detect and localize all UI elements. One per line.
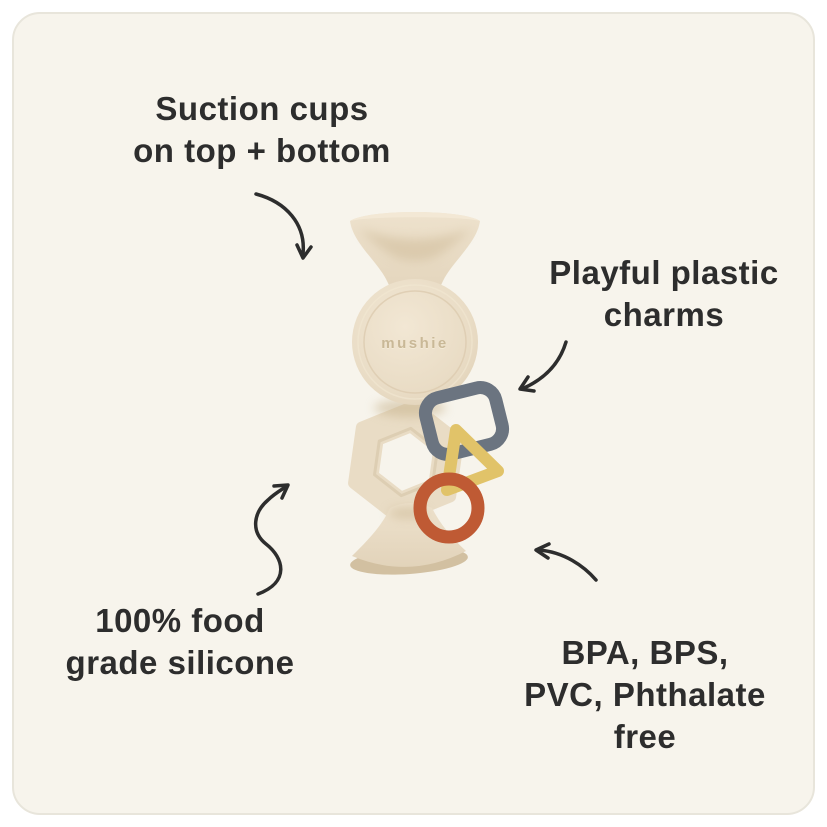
charm-triangle-ring [441, 424, 504, 496]
label-line: PVC, Phthalate [524, 676, 766, 713]
label-chemical-free: BPA, BPS, PVC, Phthalate free [494, 632, 796, 758]
sphere-body [352, 279, 478, 405]
label-line: charms [603, 296, 725, 333]
label-suction-cups: Suction cups on top + bottom [100, 88, 424, 172]
sphere-emboss-ring-outer [357, 284, 473, 400]
bottom-cup-body [352, 503, 466, 567]
label-line: BPA, BPS, [561, 634, 729, 671]
arrow-food-grade [254, 483, 290, 596]
label-line: on top + bottom [133, 132, 391, 169]
label-plastic-charms: Playful plastic charms [514, 252, 814, 336]
arrow-suction-cups [254, 192, 313, 260]
bottom-suction-cup [350, 503, 468, 575]
label-line: Suction cups [155, 90, 369, 127]
top-suction-cup [350, 212, 480, 303]
arrow-plastic-charms [518, 340, 568, 393]
brand-embossed-text: mushie [381, 335, 449, 352]
plastic-charms [413, 381, 510, 544]
label-line: 100% food [95, 602, 265, 639]
label-food-grade: 100% food grade silicone [28, 600, 332, 684]
label-line: grade silicone [65, 644, 295, 681]
top-cup-underrim-shadow [358, 228, 472, 261]
sphere-emboss-ring-inner [363, 290, 467, 394]
label-line: free [613, 718, 677, 755]
brand-emboss-highlight: mushie [381, 336, 449, 353]
center-sphere: mushie mushie [352, 279, 478, 405]
top-cup-rim-highlight [350, 212, 480, 221]
arrow-chemical-free [534, 542, 598, 582]
annotation-arrows [254, 192, 598, 596]
label-line: Playful plastic [549, 254, 779, 291]
charm-circle-ring [413, 472, 485, 544]
